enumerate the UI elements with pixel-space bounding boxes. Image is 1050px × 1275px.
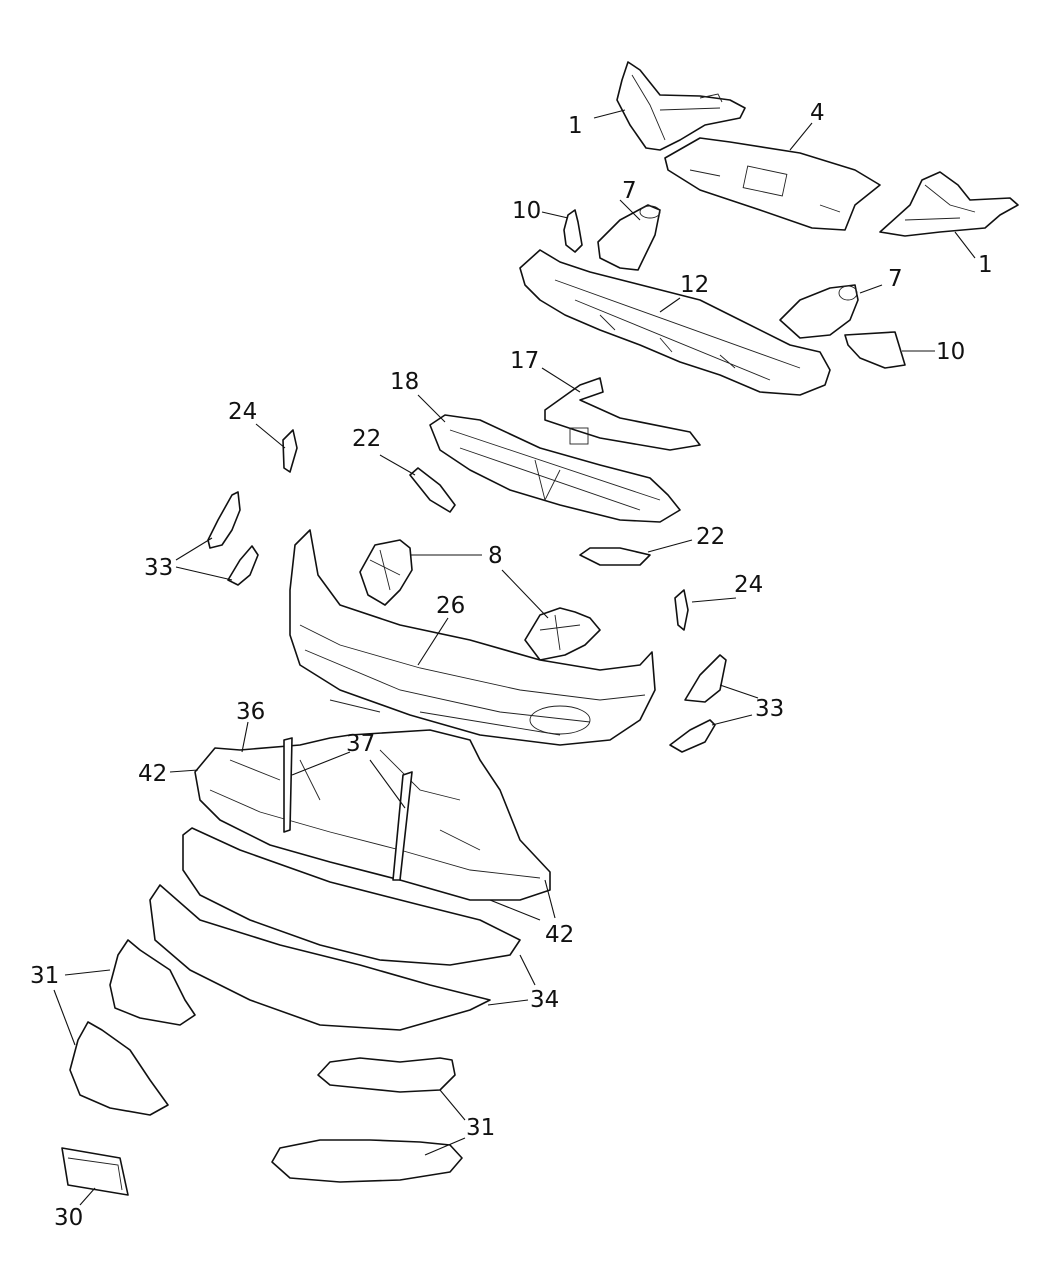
callout-8: 8 — [488, 543, 503, 569]
callout-18: 18 — [390, 369, 419, 395]
part-31-left-corners — [69, 939, 196, 1116]
part-12-beam — [519, 249, 831, 396]
callout-42-right: 42 — [545, 922, 574, 948]
part-10-left-bracket — [563, 209, 583, 253]
callout-labels: 1 4 10 7 1 12 7 10 17 18 24 22 33 22 8 2… — [30, 100, 993, 1231]
part-24-right-trim — [674, 589, 689, 631]
part-8-right-bracket — [524, 607, 601, 661]
callout-12: 12 — [680, 272, 709, 298]
callout-4: 4 — [810, 100, 825, 126]
callout-33-right: 33 — [755, 696, 784, 722]
part-18-grille — [429, 414, 681, 523]
callout-24-left: 24 — [228, 399, 257, 425]
callout-7-left: 7 — [622, 178, 637, 204]
callout-34: 34 — [530, 987, 559, 1013]
callout-1-upper-left: 1 — [568, 113, 583, 139]
callout-31-left: 31 — [30, 963, 59, 989]
callout-10-right: 10 — [936, 339, 965, 365]
callout-30: 30 — [54, 1205, 83, 1231]
part-7-right-duct — [779, 284, 859, 339]
callout-22-right: 22 — [696, 524, 725, 550]
part-26-fascia — [289, 529, 656, 746]
leader-lines — [53, 109, 976, 1206]
part-34-air-dams — [149, 827, 521, 1031]
callout-36: 36 — [236, 699, 265, 725]
callout-31-right: 31 — [466, 1115, 495, 1141]
callout-33-left: 33 — [144, 555, 173, 581]
part-33-right-deflectors — [669, 654, 727, 753]
callout-7-right: 7 — [888, 266, 903, 292]
callout-1-right: 1 — [978, 252, 993, 278]
part-8-left-bracket — [359, 539, 413, 606]
part-24-left-trim — [282, 429, 298, 473]
part-7-left-duct — [597, 204, 661, 271]
callout-37: 37 — [346, 731, 375, 757]
part-37-straps — [283, 737, 413, 881]
part-10-right-bracket — [844, 331, 906, 369]
part-22-right-bezel — [579, 547, 651, 566]
callout-10-left: 10 — [512, 198, 541, 224]
callout-24-right: 24 — [734, 572, 763, 598]
part-1-left-shield — [616, 61, 746, 151]
part-1-right-shield — [879, 171, 1019, 237]
part-33-left-deflectors — [207, 491, 259, 586]
part-31-right-corners — [271, 1057, 463, 1183]
callout-26: 26 — [436, 593, 465, 619]
callout-42-left: 42 — [138, 761, 167, 787]
part-22-left-bezel — [409, 467, 456, 513]
part-17-support — [544, 377, 701, 451]
part-30-plate-bracket — [61, 1147, 129, 1196]
part-4-cover-plate — [664, 137, 881, 231]
callout-17: 17 — [510, 348, 539, 374]
callout-22-left: 22 — [352, 426, 381, 452]
